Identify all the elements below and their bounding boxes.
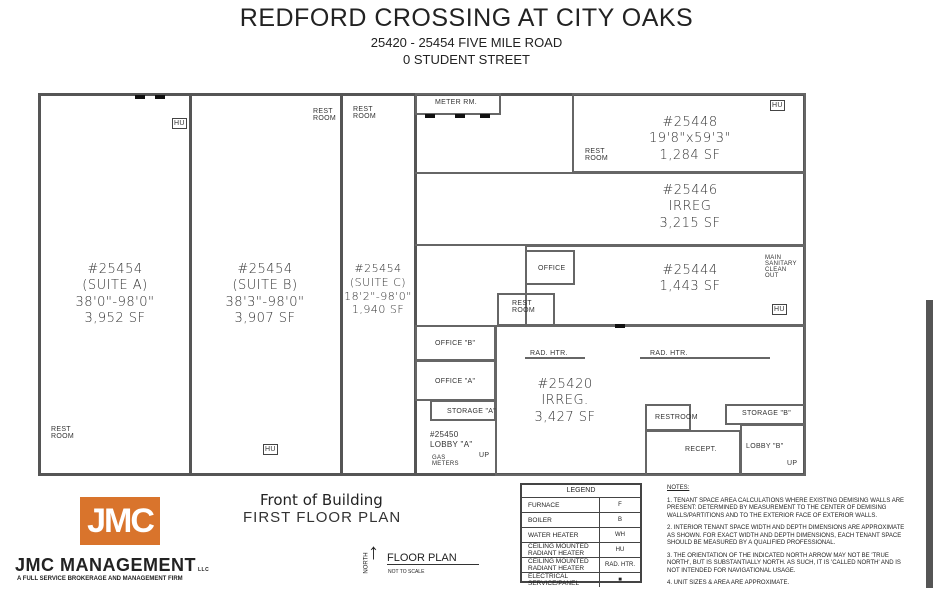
rad-heater-label: RAD. HTR. <box>650 350 688 357</box>
rad-heater-label: RAD. HTR. <box>530 350 568 357</box>
lobby-b-label: LOBBY "B" <box>746 443 784 450</box>
storage-b-label: STORAGE "B" <box>742 410 791 417</box>
office-b-label: OFFICE "B" <box>435 340 476 347</box>
floor-plan-label: FLOOR PLAN <box>387 552 479 565</box>
legend-title: LEGEND <box>566 487 596 494</box>
office-a-label: OFFICE "A" <box>435 378 476 385</box>
address: 25420 - 25454 FIVE MILE ROAD <box>370 35 563 50</box>
lobby-b-box <box>740 424 806 476</box>
furnace-icon: F <box>618 502 622 508</box>
rest-room-label: REST ROOM <box>512 300 535 314</box>
stairs-up-label: UP <box>479 452 490 459</box>
page-title: REDFORD CROSSING AT CITY OAKS <box>239 4 694 32</box>
stairs-up-label: UP <box>787 460 798 467</box>
electrical-panel-icon <box>155 95 165 99</box>
note: 3. THE ORIENTATION OF THE INDICATED NORT… <box>667 552 901 574</box>
electrical-panel-icon <box>615 324 625 328</box>
wall-a-b <box>189 93 192 476</box>
electrical-panel-icon <box>480 114 490 118</box>
rest-room-label: REST ROOM <box>585 148 608 162</box>
legend-item: ELECTRICAL SERVICE/PANEL■ <box>522 572 640 587</box>
storage-a-label: STORAGE "A" <box>447 408 496 415</box>
rest-room-label: REST ROOM <box>51 426 74 440</box>
right-edge-bar <box>926 300 933 588</box>
note: 4. UNIT SIZES & AREA ARE APPROXIMATE. <box>667 580 790 586</box>
suite-a-label: #25454(SUITE A)38'0"-98'0"3,952 SF <box>75 262 155 326</box>
gas-meters-label: GAS METERS <box>432 455 459 467</box>
unit-25420-box <box>495 325 806 476</box>
office-box <box>525 250 575 285</box>
sanitary-label: MAIN SANITARY CLEAN OUT <box>765 255 797 279</box>
heater-unit-icon: HU <box>770 100 785 111</box>
logo-mark: JMC <box>80 497 160 545</box>
office-label: OFFICE <box>538 265 566 272</box>
suite-c-label: #25454(SUITE C)18'2"-98'0"1,940 SF <box>344 262 412 317</box>
electrical-panel-icon <box>425 114 435 118</box>
not-to-scale-label: NOT TO SCALE <box>388 569 425 575</box>
rad-heater-line <box>640 357 770 359</box>
street: 0 STUDENT STREET <box>403 52 530 67</box>
north-label: NORTH <box>363 552 370 574</box>
radiant-heater-icon: RAD. HTR. <box>605 562 635 568</box>
note: 2. INTERIOR TENANT SPACE WIDTH AND DEPTH… <box>667 525 905 546</box>
first-floor-plan: FIRST FLOOR PLAN <box>243 509 402 526</box>
electrical-panel-icon <box>135 95 145 99</box>
note: 1. TENANT SPACE AREA CALCULATIONS WHERE … <box>667 497 905 519</box>
heater-unit-icon: HU <box>263 444 278 455</box>
logo-tagline: A FULL SERVICE BROKERAGE AND MANAGEMENT … <box>17 576 183 582</box>
electrical-panel-icon: ■ <box>618 577 622 583</box>
heater-unit-icon: HU <box>615 547 625 553</box>
restroom-label: RESTROOM <box>655 414 698 421</box>
recept-box <box>645 430 741 476</box>
wall-c-east <box>414 93 417 476</box>
notes: NOTES: 1. TENANT SPACE AREA CALCULATIONS… <box>667 485 912 593</box>
front-of-building: Front of Building <box>260 491 383 509</box>
recept-label: RECEPT. <box>685 446 717 453</box>
heater-unit-icon: HU <box>172 118 187 129</box>
notes-title: NOTES: <box>667 485 690 491</box>
water-heater-icon: WH <box>615 532 625 538</box>
boiler-icon: B <box>617 517 622 523</box>
meter-room-label: METER RM. <box>435 99 477 106</box>
north-arrow-icon: ↑ <box>368 539 379 564</box>
electrical-panel-icon <box>455 114 465 118</box>
suite-b-label: #25454(SUITE B)38'3"-98'0"3,907 SF <box>225 262 305 326</box>
rad-heater-line <box>525 357 585 359</box>
heater-unit-icon: HU <box>772 304 787 315</box>
rest-room-label: REST ROOM <box>353 106 376 120</box>
rest-room-label: REST ROOM <box>313 108 336 122</box>
wall-b-c <box>340 93 343 476</box>
